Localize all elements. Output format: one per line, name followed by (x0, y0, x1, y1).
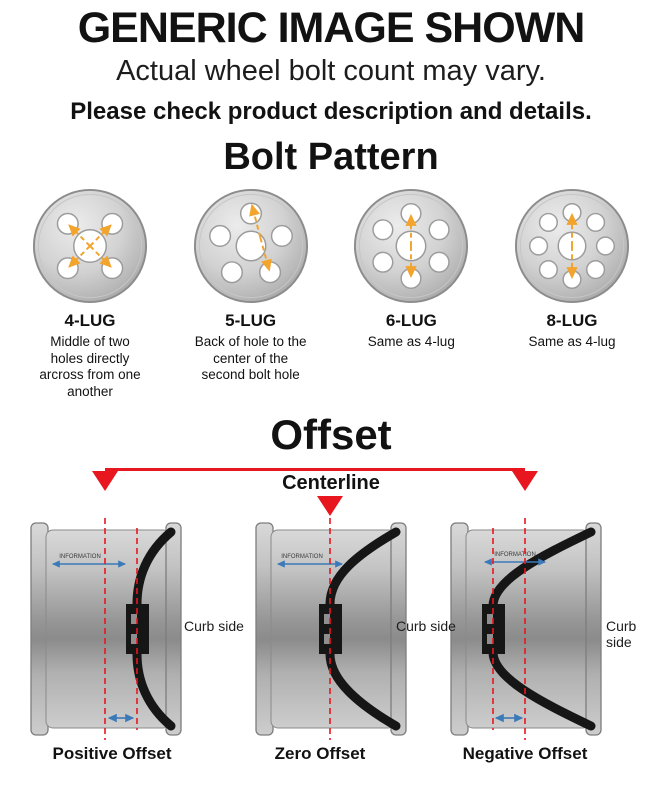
bolt-pattern-item-5lug: 5-LUG Back of hole to the center of the … (173, 187, 329, 400)
wheel-small-text: INFORMATION (59, 554, 101, 560)
bolt-pattern-description: Same as 4-lug (367, 334, 455, 350)
offset-diagram: Centerline INFORMATION (0, 458, 662, 770)
bolt-pattern-description: Middle of two holes directly arcross fro… (39, 334, 141, 399)
page-subtitle: Actual wheel bolt count may vary. (116, 55, 546, 88)
bolt-pattern-label: 5-LUG (225, 311, 277, 331)
centerline-label: Centerline (282, 472, 380, 495)
curb-side-label: Curb side (184, 618, 244, 635)
bolt-pattern-row: 4-LUG Middle of two holes directly arcro… (0, 179, 662, 400)
negative-offset-label: Negative Offset (462, 744, 588, 764)
bolt-pattern-item-4lug: 4-LUG Middle of two holes directly arcro… (12, 187, 168, 400)
measurement-lines (248, 203, 272, 272)
bolt-pattern-label: 8-LUG (546, 311, 598, 331)
wheel-small-text: INFORMATION (494, 552, 536, 558)
lug-holes (208, 202, 293, 284)
negative-offset-wheel-diagram: INFORMATION (450, 518, 602, 741)
bolt-pattern-description: Same as 4-lug (528, 334, 616, 350)
bolt-pattern-item-8lug: 8-LUG Same as 4-lug (494, 187, 650, 400)
wheel-small-text: INFORMATION (281, 554, 323, 560)
curb-side-label: Curb side (396, 618, 456, 635)
bolt-pattern-label: 6-LUG (385, 311, 437, 331)
bolt-pattern-heading: Bolt Pattern (223, 136, 439, 179)
centerline-marker-middle (317, 496, 343, 517)
measurement-lines (68, 224, 112, 268)
curb-side-label: Curb side (606, 618, 637, 651)
centerline-marker-right (512, 471, 538, 492)
centerline-bar (105, 468, 525, 472)
five-lug-wheel-diagram (193, 189, 308, 304)
six-lug-wheel-diagram (354, 189, 469, 304)
bolt-pattern-item-6lug: 6-LUG Same as 4-lug (333, 187, 489, 400)
eight-lug-wheel-diagram (514, 189, 630, 304)
zero-offset-label: Zero Offset (274, 744, 366, 764)
disclaimer-note: Please check product description and det… (70, 98, 592, 126)
four-lug-wheel-diagram (32, 189, 148, 304)
bolt-pattern-description: Back of hole to the center of the second… (194, 334, 307, 383)
positive-offset-wheel-diagram: INFORMATION (30, 518, 182, 741)
offset-heading: Offset (270, 411, 392, 459)
zero-offset-wheel-diagram: INFORMATION (255, 518, 407, 741)
bolt-pattern-label: 4-LUG (64, 311, 116, 331)
positive-offset-label: Positive Offset (52, 744, 172, 764)
centerline-marker-left (92, 471, 118, 492)
page-title: GENERIC IMAGE SHOWN (77, 4, 586, 52)
